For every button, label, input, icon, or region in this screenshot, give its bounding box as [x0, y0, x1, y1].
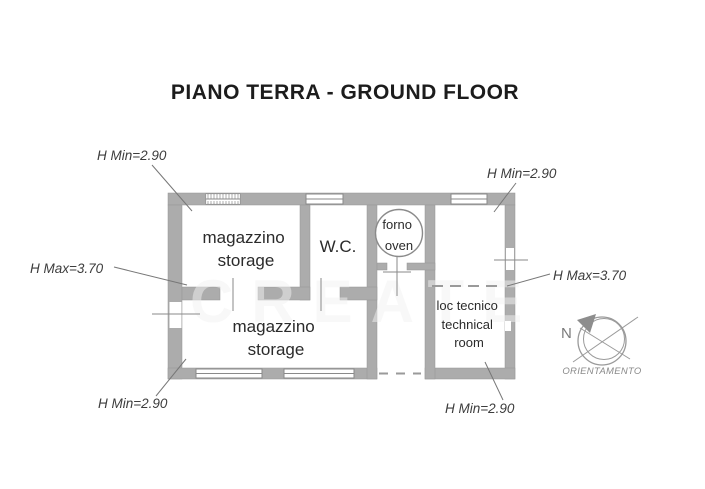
- room-labels: magazzino storage W.C. forno oven magazz…: [203, 217, 501, 359]
- annotation-h-min-top-right: H Min=2.90: [487, 166, 557, 181]
- annotation-h-min-bottom-left: H Min=2.90: [98, 396, 168, 411]
- dashed-openings: [379, 285, 503, 375]
- room-label-loc-tecnico-line1: loc tecnico: [436, 298, 497, 313]
- oven-circle: [374, 208, 424, 258]
- compass-outer-circle: [577, 316, 627, 366]
- compass-north-label: N: [561, 325, 572, 342]
- window-bottom-2: [283, 368, 355, 379]
- wall-left: [167, 204, 183, 380]
- page-title: PIANO TERRA - GROUND FLOOR: [171, 81, 519, 104]
- room-label-loc-tecnico: loc tecnico technical room: [436, 298, 501, 350]
- wall-midband-2: [257, 286, 311, 301]
- wall-forno-bottom-right: [406, 262, 436, 271]
- annotation-h-min-bottom-right: H Min=2.90: [445, 401, 515, 416]
- compass-caption: ORIENTAMENTO: [562, 366, 642, 377]
- room-label-loc-tecnico-line3: room: [454, 335, 484, 350]
- compass-north-arrow: [577, 314, 596, 333]
- room-label-forno-line1: forno: [382, 217, 412, 232]
- window-bottom-1: [195, 368, 263, 379]
- compass: N ORIENTAMENTO: [561, 314, 642, 377]
- right-wall-window: [506, 248, 514, 270]
- room-label-magazzino-top-line1: magazzino: [203, 228, 285, 247]
- wall-bottom-right: [424, 367, 516, 380]
- opening-ticks: [152, 251, 528, 315]
- window-top-3: [450, 193, 488, 205]
- compass-inner-circle: [583, 318, 625, 360]
- annotation-h-max-right: H Max=3.70: [553, 268, 627, 283]
- windows: [195, 193, 488, 379]
- room-label-magazzino-bottom-line1: magazzino: [233, 317, 315, 336]
- watermark-text: CREATE: [190, 268, 540, 335]
- room-label-wc: W.C.: [320, 237, 357, 256]
- annotation-h-min-top-left: H Min=2.90: [97, 148, 167, 163]
- room-label-forno-line2: oven: [385, 238, 413, 253]
- room-label-forno: forno oven: [382, 217, 415, 253]
- room-label-magazzino-top-line2: storage: [218, 251, 275, 270]
- watermark-text-under: CREATE: [190, 268, 540, 335]
- room-label-magazzino-bottom-line2: storage: [248, 340, 305, 359]
- wall-forno-bottom-left: [376, 262, 388, 271]
- right-wall-vent: [505, 321, 511, 331]
- wall-midband-3: [339, 286, 378, 301]
- window-top-2: [305, 193, 344, 205]
- left-wall-window: [169, 302, 182, 328]
- wall-openings: [169, 248, 514, 331]
- room-label-magazzino-top: magazzino storage: [203, 228, 290, 270]
- annotation-h-max-left: H Max=3.70: [30, 261, 104, 276]
- room-label-wc-line1: W.C.: [320, 237, 357, 256]
- height-annotations: H Min=2.90 H Min=2.90 H Max=3.70 H Max=3…: [30, 148, 627, 416]
- window-top-1: [205, 193, 241, 205]
- wall-midband-1: [181, 286, 221, 301]
- room-label-loc-tecnico-line2: technical: [442, 317, 493, 332]
- wall-corridor-right: [424, 204, 436, 380]
- room-label-magazzino-bottom: magazzino storage: [233, 317, 320, 359]
